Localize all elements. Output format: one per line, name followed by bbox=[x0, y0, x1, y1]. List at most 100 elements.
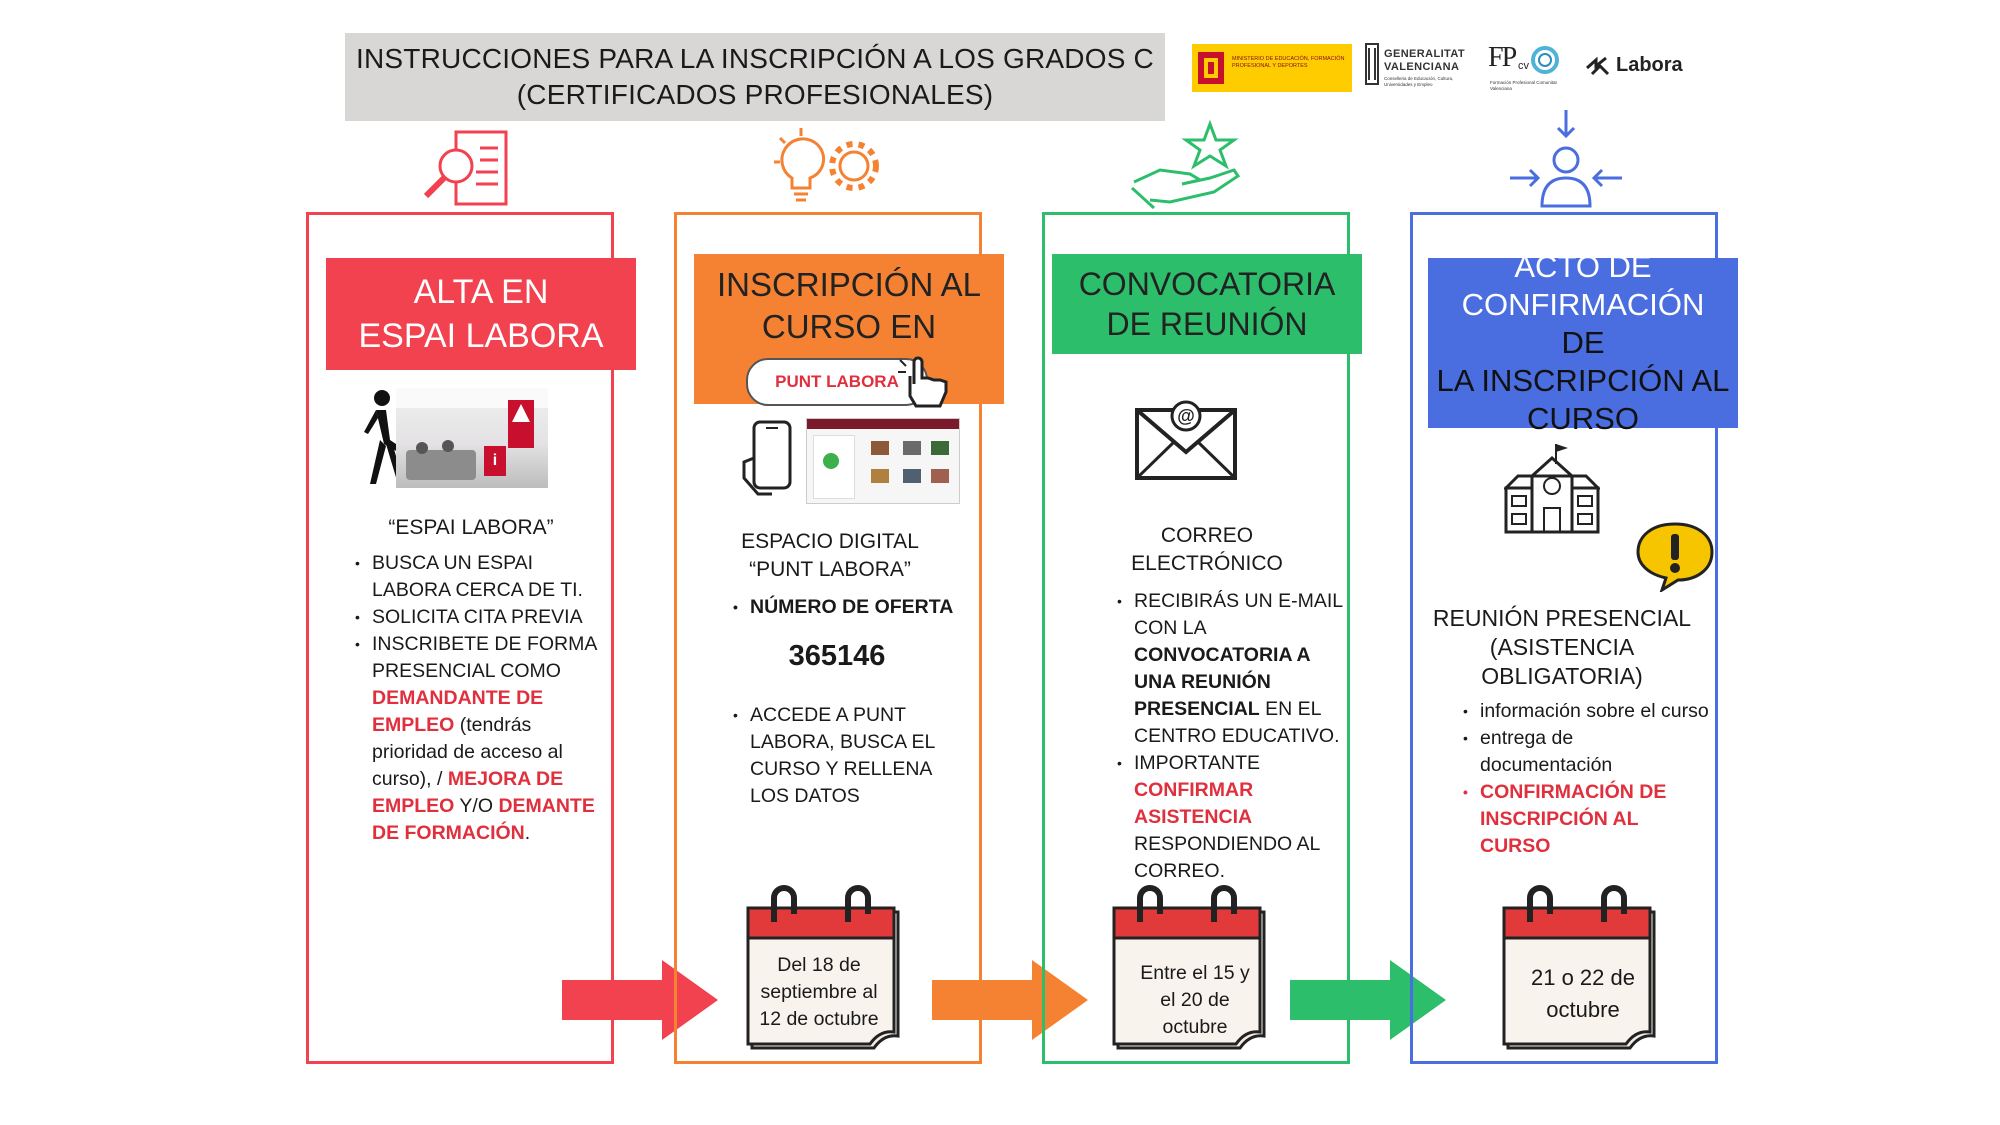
step-3-header-line-1: CONVOCATORIA bbox=[1078, 266, 1336, 302]
labora-mark-icon bbox=[1586, 56, 1610, 76]
step-1-bullet-3: INSCRIBETE DE FORMA PRESENCIAL COMO DEMA… bbox=[355, 631, 604, 847]
page-title-line-1: INSTRUCCIONES PARA LA INSCRIPCIÓN A LOS … bbox=[356, 43, 1154, 74]
step-4-header-line-4: CURSO bbox=[1527, 401, 1639, 436]
step-4-header-line-3: LA INSCRIPCIÓN AL bbox=[1436, 363, 1730, 398]
step-3-title-line-1: CORREO bbox=[1160, 524, 1254, 547]
step-4-date-line-1: 21 o 22 de bbox=[1531, 965, 1635, 990]
step-1-bullet-3-end: . bbox=[524, 822, 531, 844]
step-4-title: REUNIÓN PRESENCIAL (ASISTENCIA OBLIGATOR… bbox=[1422, 604, 1702, 691]
step-2-date-line-2: septiembre al bbox=[760, 981, 878, 1003]
step-3-date-line-3: octubre bbox=[1162, 1016, 1228, 1038]
step-3-bullet-2: IMPORTANTE CONFIRMAR ASISTENCIA RESPONDI… bbox=[1117, 750, 1344, 885]
step-4-list: información sobre el curso entrega de do… bbox=[1462, 698, 1712, 860]
fpcv-logo-sub: cv bbox=[1518, 60, 1529, 72]
step-3-bullet-1-end: EN EL CENTRO EDUCATIVO. bbox=[1134, 698, 1340, 747]
step-3-bullet-2-text: IMPORTANTE bbox=[1134, 752, 1261, 774]
demandante-empleo-text: DEMANDANTE DE EMPLEO bbox=[372, 687, 544, 736]
step-2-list: ACCEDE A PUNT LABORA, BUSCA EL CURSO Y R… bbox=[732, 702, 952, 810]
step-1-panel bbox=[306, 212, 614, 1064]
step-3-title: CORREO ELECTRÓNICO bbox=[1072, 522, 1342, 578]
fpcv-logo-caption: Formación Profesional Comunitat Valencia… bbox=[1490, 80, 1557, 91]
ministerio-logo: MINISTERIO DE EDUCACIÓN, FORMACIÓN PROFE… bbox=[1192, 44, 1352, 92]
generalitat-logo-sub: Conselleria de Educación, Cultura, Unive… bbox=[1384, 76, 1454, 87]
step-2-date-line-3: 12 de octubre bbox=[759, 1008, 879, 1030]
calendar-icon bbox=[1502, 885, 1656, 1050]
step-1-list: BUSCA UN ESPAI LABORA CERCA DE TI. SOLIC… bbox=[354, 550, 604, 847]
arrow-right-orange-icon bbox=[932, 960, 1088, 1040]
step-1-header-line-1: ALTA EN bbox=[413, 273, 549, 311]
walking-person-icon bbox=[364, 390, 404, 484]
punt-labora-pill[interactable]: PUNT LABORA bbox=[746, 358, 928, 406]
exclamation-bubble-icon bbox=[1636, 522, 1714, 592]
step-1-bullet-3-text: INSCRIBETE DE FORMA PRESENCIAL COMO bbox=[372, 633, 597, 682]
convocatoria-reunion-text: CONVOCATORIA A UNA REUNIÓN PRESENCIAL bbox=[1134, 644, 1310, 720]
smartphone-hand-icon bbox=[742, 420, 792, 496]
offer-number-label: NÚMERO DE OFERTA bbox=[733, 594, 972, 621]
labora-logo: Labora bbox=[1584, 50, 1694, 84]
ministerio-logo-text: MINISTERIO DE EDUCACIÓN, FORMACIÓN PROFE… bbox=[1232, 56, 1345, 69]
search-document-icon bbox=[423, 130, 508, 206]
generalitat-logo-line-2: VALENCIANA bbox=[1384, 61, 1460, 73]
step-4-header-de: DE bbox=[1561, 325, 1605, 360]
step-3-header: CONVOCATORIA DE REUNIÓN bbox=[1052, 254, 1362, 354]
fpcv-logo: FP cv Formación Profesional Comunitat Va… bbox=[1488, 40, 1568, 96]
espai-labora-photo: i bbox=[396, 388, 548, 488]
step-4-title-line-1: REUNIÓN PRESENCIAL bbox=[1432, 605, 1692, 631]
step-3-date-line-2: el 20 de bbox=[1160, 989, 1230, 1011]
pointing-hand-icon bbox=[898, 356, 948, 408]
step-1-subtitle: “ESPAI LABORA” bbox=[388, 516, 554, 539]
step-4-header-line-1: ACTO DE bbox=[1514, 249, 1652, 284]
school-building-icon bbox=[1504, 444, 1600, 534]
step-3-bullet-1-text: RECIBIRÁS UN E-MAIL CON LA bbox=[1134, 590, 1343, 639]
svg-text:@: @ bbox=[1177, 406, 1195, 426]
step-1-bullet-3-or: Y/O bbox=[459, 795, 494, 817]
email-icon: @ bbox=[1135, 400, 1237, 480]
step-3-bullet-2-end: RESPONDIENDO AL CORREO. bbox=[1134, 833, 1320, 882]
step-1-bullet-3-note: (tendrás prioridad de acceso al curso), … bbox=[372, 714, 563, 790]
step-3-date-line-1: Entre el 15 y bbox=[1140, 962, 1250, 984]
fpcv-ring-icon bbox=[1531, 46, 1559, 74]
step-3-header-line-2: DE REUNIÓN bbox=[1106, 306, 1308, 342]
page-title: INSTRUCCIONES PARA LA INSCRIPCIÓN A LOS … bbox=[345, 33, 1165, 121]
step-2-date-line-1: Del 18 de bbox=[777, 954, 861, 976]
calendar-icon bbox=[746, 885, 900, 1050]
fpcv-logo-text: FP bbox=[1488, 42, 1517, 73]
step-3-list: RECIBIRÁS UN E-MAIL CON LA CONVOCATORIA … bbox=[1116, 588, 1344, 885]
step-2-dates: Del 18 de septiembre al 12 de octubre bbox=[746, 952, 892, 1033]
step-4-header-line-2: CONFIRMACIÓN DE bbox=[1437, 286, 1730, 362]
punt-labora-pill-label: PUNT LABORA bbox=[775, 372, 899, 391]
generalitat-logo-line-1: GENERALITAT bbox=[1384, 48, 1465, 60]
step-4-title-line-2: (ASISTENCIA bbox=[1489, 634, 1635, 660]
lightbulb-gear-icon bbox=[774, 128, 879, 202]
generalitat-shield-icon bbox=[1365, 43, 1379, 85]
step-2-header-line-1: INSCRIPCIÓN AL bbox=[716, 266, 982, 303]
step-4-title-line-3: OBLIGATORIA) bbox=[1481, 663, 1643, 689]
step-4-header: ACTO DE CONFIRMACIÓN DE LA INSCRIPCIÓN A… bbox=[1428, 249, 1738, 436]
step-4-bullet-1: información sobre el curso bbox=[1463, 698, 1712, 725]
step-4-date-line-2: octubre bbox=[1546, 997, 1620, 1022]
step-2-offer-label-row: NÚMERO DE OFERTA bbox=[732, 594, 972, 621]
coat-of-arms-icon bbox=[1198, 52, 1224, 84]
arrow-right-red-icon bbox=[562, 960, 718, 1040]
labora-logo-text: Labora bbox=[1616, 54, 1683, 76]
step-1-bullet-1: BUSCA UN ESPAI LABORA CERCA DE TI. bbox=[355, 550, 604, 604]
offer-number: 365146 bbox=[788, 640, 886, 672]
step-1-bullet-2: SOLICITA CITA PREVIA bbox=[355, 604, 604, 631]
hand-star-icon bbox=[1130, 120, 1241, 210]
step-2-title: ESPACIO DIGITAL “PUNT LABORA” bbox=[694, 528, 966, 584]
step-3-dates: Entre el 15 y el 20 de octubre bbox=[1122, 960, 1268, 1041]
calendar-icon bbox=[1112, 885, 1266, 1050]
step-1-header-line-2: ESPAI LABORA bbox=[358, 317, 604, 355]
step-3-panel bbox=[1042, 212, 1350, 1064]
step-4-bullet-2: entrega de documentación bbox=[1463, 725, 1650, 779]
step-3-bullet-1: RECIBIRÁS UN E-MAIL CON LA CONVOCATORIA … bbox=[1117, 588, 1344, 750]
step-1-header: ALTA EN ESPAI LABORA bbox=[326, 258, 636, 370]
step-2-header-line-2: CURSO EN bbox=[761, 308, 937, 345]
generalitat-logo: GENERALITAT VALENCIANA Conselleria de Ed… bbox=[1364, 40, 1476, 96]
step-4-dates: 21 o 22 de octubre bbox=[1510, 962, 1656, 1026]
step-2-bullet-2: ACCEDE A PUNT LABORA, BUSCA EL CURSO Y R… bbox=[733, 702, 952, 810]
page-title-line-2: (CERTIFICADOS PROFESIONALES) bbox=[516, 79, 994, 110]
step-4-header-confirmacion: CONFIRMACIÓN bbox=[1461, 287, 1705, 322]
step-2-panel bbox=[674, 212, 982, 1064]
step-4-bullet-3: CONFIRMACIÓN DE INSCRIPCIÓN AL CURSO bbox=[1463, 779, 1680, 860]
